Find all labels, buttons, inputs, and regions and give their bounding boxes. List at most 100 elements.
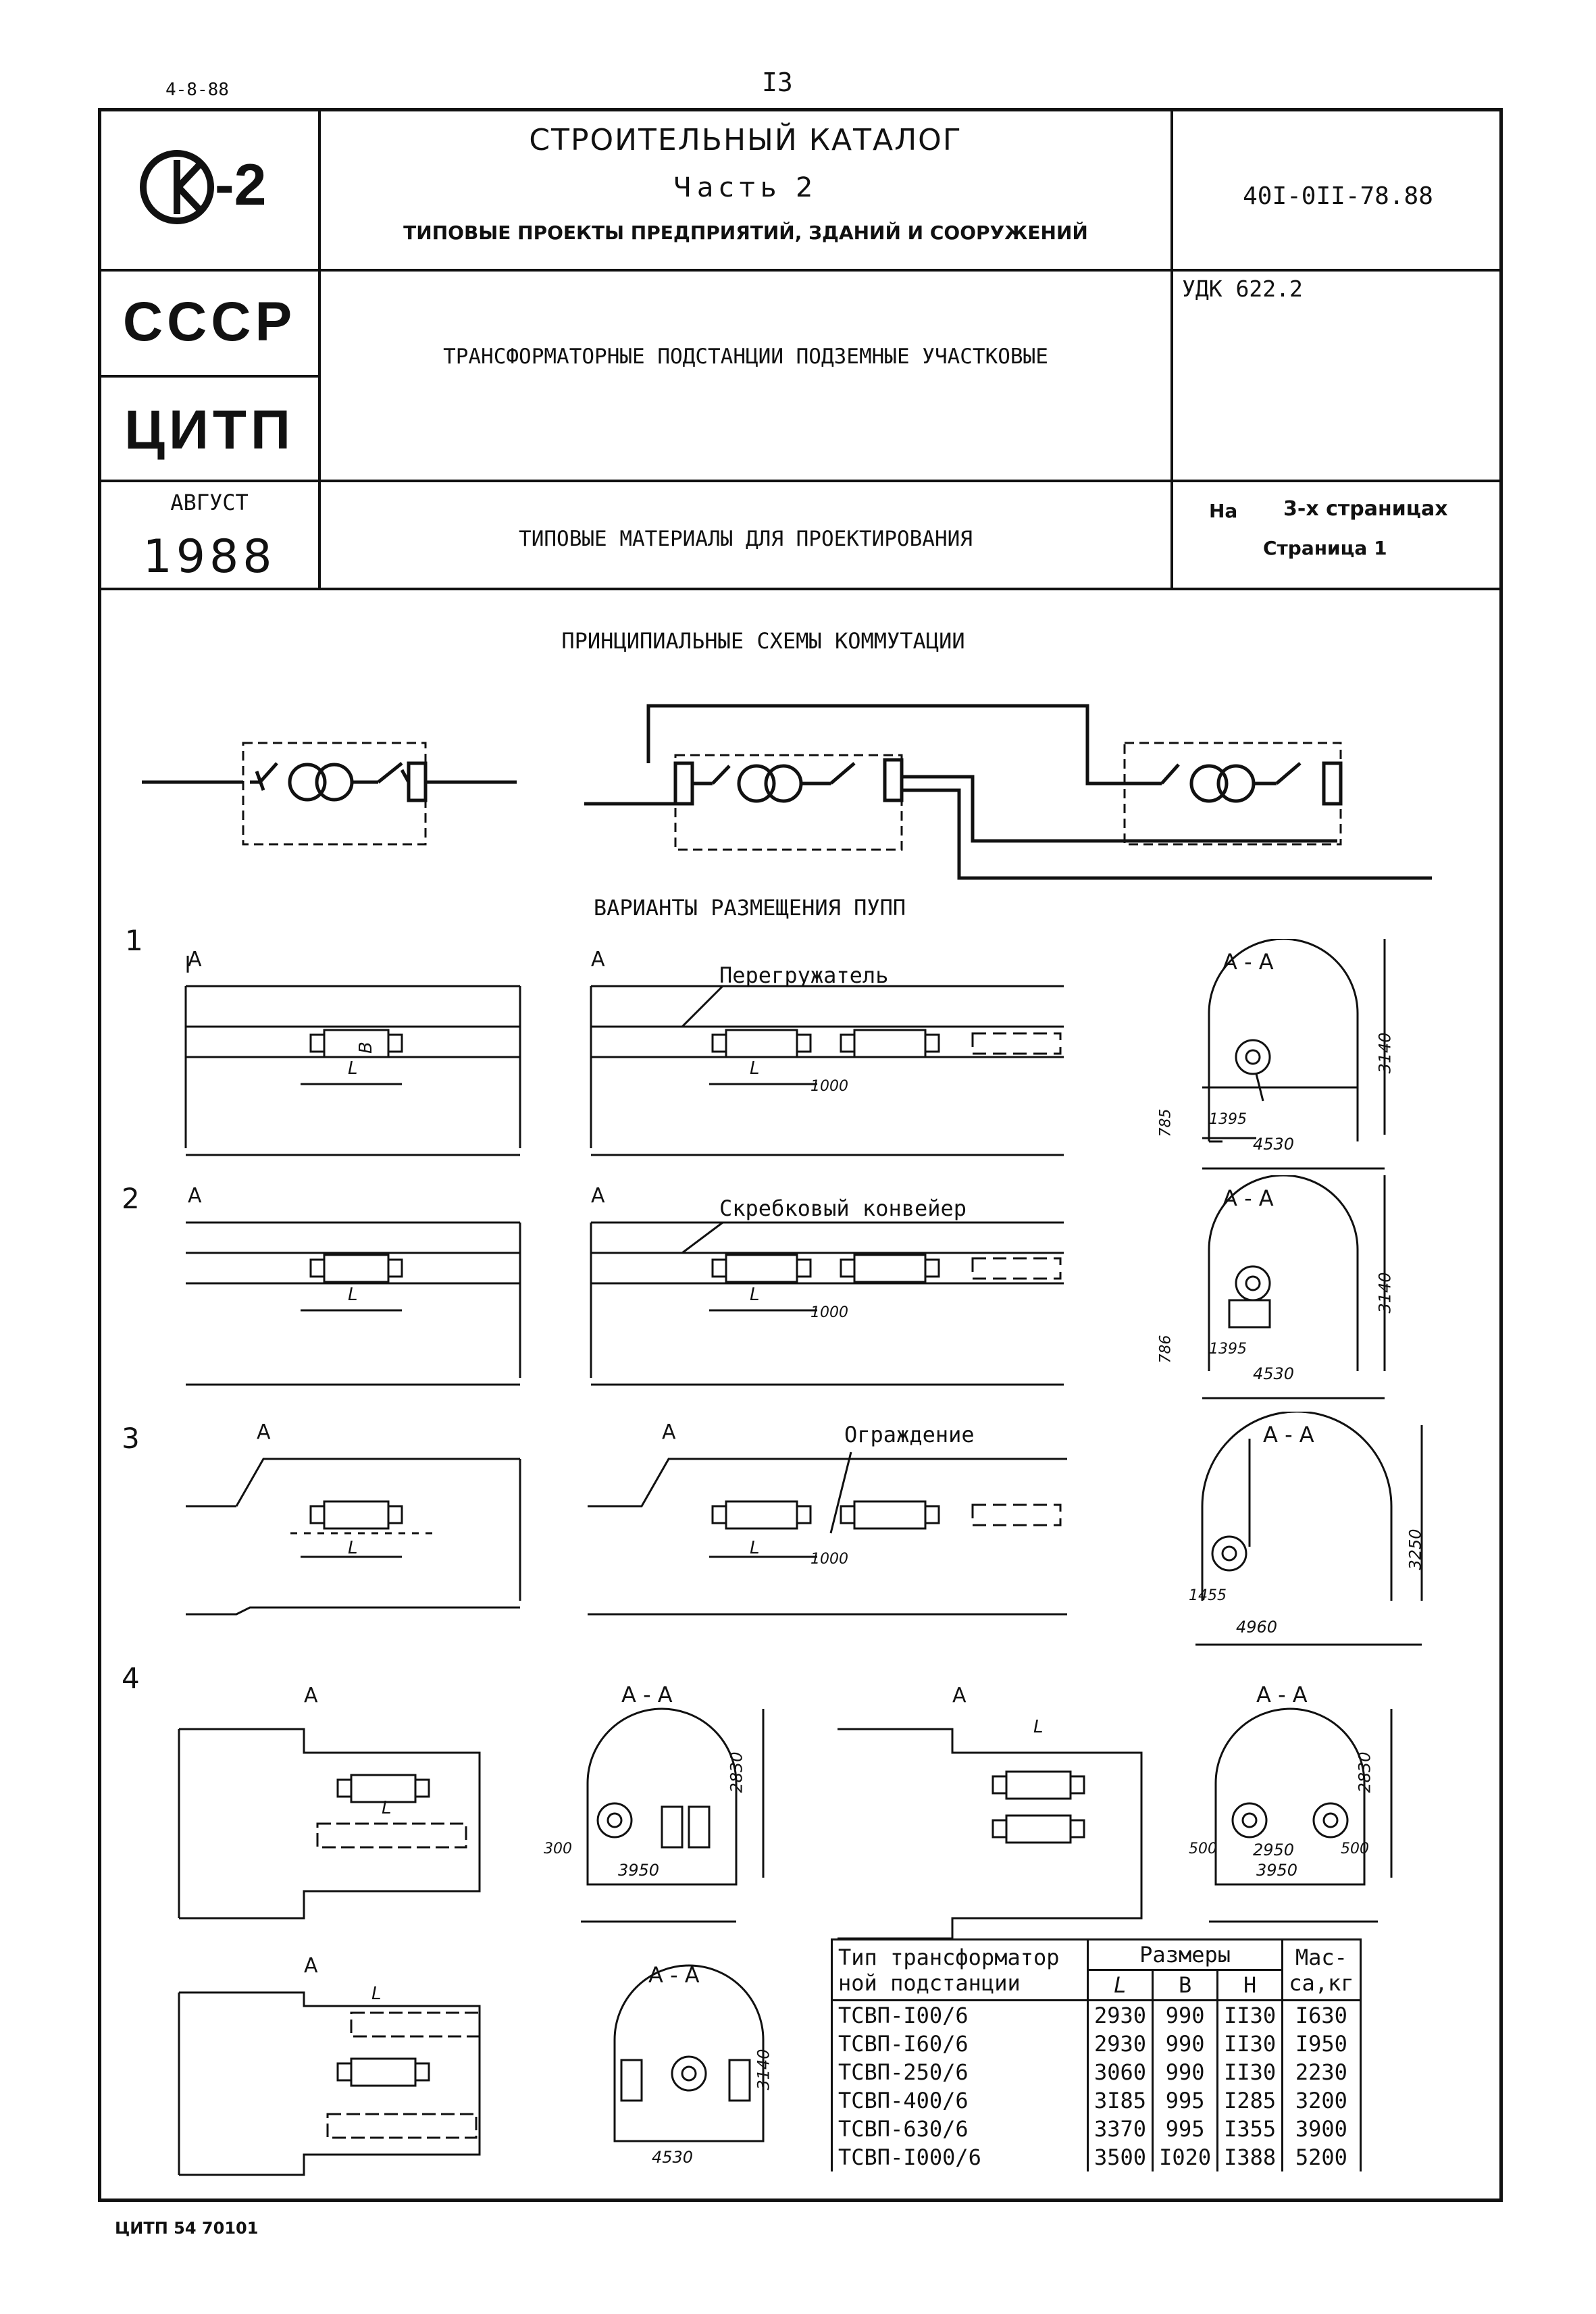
dim-1000: 1000 <box>810 1551 848 1568</box>
catalog-part: Часть 2 <box>673 172 819 203</box>
variant-4-wm-b: 2950 <box>1253 1841 1295 1859</box>
country: СССР <box>122 291 297 353</box>
table-cell-h: I355 <box>1216 2115 1284 2143</box>
transformer-spec-table: Тип трансформатор ной подстанции Размеры… <box>831 1938 1362 2171</box>
dim-l: L <box>348 1058 358 1079</box>
table-cell-mass: 2230 <box>1281 2058 1362 2086</box>
table-header-mass: Мас- са,кг <box>1281 1938 1362 2001</box>
issue-month: АВГУСТ <box>170 490 249 515</box>
variant-1-hh: 785 <box>1157 1108 1175 1137</box>
organization: ЦИТП <box>124 399 294 461</box>
materials-title: ТИПОВЫЕ МАТЕРИАЛЫ ДЛЯ ПРОЕКТИРОВАНИЯ <box>519 527 973 551</box>
table-cell-b: 990 <box>1152 2030 1219 2058</box>
table-header-type: Тип трансформатор ной подстанции <box>831 1938 1089 2001</box>
table-header-sizes: Размеры <box>1086 1938 1284 1971</box>
section-marker-a: А <box>952 1684 967 1707</box>
section-marker-a: А <box>591 948 605 971</box>
table-cell-mass: I630 <box>1281 2000 1362 2030</box>
variant-number-2: 2 <box>122 1182 140 1215</box>
section-aa-label: А - А <box>621 1682 673 1707</box>
doc-code: 40I-0II-78.88 <box>1243 182 1433 210</box>
section-marker-a: А <box>591 1184 605 1208</box>
table-cell-b: 990 <box>1152 2000 1219 2030</box>
variant-4-w-a: 3950 <box>618 1861 660 1880</box>
pages-prefix: На <box>1209 500 1238 522</box>
table-cell-mass: 3200 <box>1281 2086 1362 2115</box>
ck-logo: -2 <box>135 145 297 233</box>
table-cell-type: ТСВП-I000/6 <box>831 2143 1089 2171</box>
dim-l: L <box>371 1984 382 2004</box>
subject-title: ТРАНСФОРМАТОРНЫЕ ПОДСТАНЦИИ ПОДЗЕМНЫЕ УЧ… <box>443 344 1048 369</box>
variant-number-1: 1 <box>125 924 143 957</box>
table-cell-type: ТСВП-630/6 <box>831 2115 1089 2143</box>
table-cell-l: 2930 <box>1086 2000 1154 2030</box>
variant-4-w1-a: 300 <box>544 1841 572 1857</box>
variant-4-w2-b: 500 <box>1341 1841 1369 1857</box>
table-cell-type: ТСВП-250/6 <box>831 2058 1089 2086</box>
logo-text: -2 <box>215 153 267 217</box>
table-cell-h: II30 <box>1216 2000 1284 2030</box>
dim-l: L <box>750 1285 760 1305</box>
table-col-b: B <box>1152 1969 1219 2001</box>
table-cell-h: II30 <box>1216 2030 1284 2058</box>
variant-4-h-c: 3140 <box>754 2049 773 2090</box>
dim-1000: 1000 <box>810 1304 848 1321</box>
table-cell-l: 3I85 <box>1086 2086 1154 2115</box>
udk-code: УДК 622.2 <box>1182 276 1303 302</box>
section-marker-a: А <box>257 1420 271 1444</box>
page-number: I3 <box>762 68 793 97</box>
variant-3-drawing: А А L L 1000 А - А <box>186 1412 1423 1646</box>
table-cell-mass: 5200 <box>1281 2143 1362 2171</box>
schemes-title: ПРИНЦИПИАЛЬНЫЕ СХЕМЫ КОММУТАЦИИ <box>561 628 965 654</box>
document-frame <box>98 108 1503 2202</box>
variant-2-drawing: А А L L 1000 А - А <box>186 1175 1386 1399</box>
date-stamp: 4-8-88 <box>165 80 229 100</box>
variant-2-w1: 1395 <box>1209 1341 1247 1358</box>
variant-3-label: Ограждение <box>844 1422 975 1447</box>
switching-schemes-drawing <box>142 704 1432 880</box>
table-cell-l: 3060 <box>1086 2058 1154 2086</box>
dim-l: L <box>348 1285 358 1305</box>
table-cell-type: ТСВП-400/6 <box>831 2086 1089 2115</box>
dim-1000: 1000 <box>810 1078 848 1095</box>
section-aa-label: А - А <box>1222 1185 1274 1211</box>
table-col-l: L <box>1086 1969 1154 2001</box>
section-marker-a: А <box>662 1420 676 1444</box>
section-marker-a: А <box>304 1684 318 1707</box>
dim-l: L <box>382 1798 392 1818</box>
variants-title: ВАРИАНТЫ РАЗМЕЩЕНИЯ ПУПП <box>593 895 906 921</box>
ck-logo-icon <box>140 150 214 224</box>
table-cell-mass: 3900 <box>1281 2115 1362 2143</box>
page-label: Страница 1 <box>1263 537 1387 559</box>
table-cell-type: ТСВП-I60/6 <box>831 2030 1089 2058</box>
variant-4-w1-b: 500 <box>1189 1841 1217 1857</box>
variant-number-3: 3 <box>122 1422 140 1455</box>
variant-4b-drawing: А L А - А <box>178 1954 765 2176</box>
variant-1-drawing: А А L B L 1000 А - А <box>184 939 1386 1170</box>
section-aa-label: А - А <box>1256 1682 1308 1707</box>
table-cell-mass: I950 <box>1281 2030 1362 2058</box>
table-cell-l: 2930 <box>1086 2030 1154 2058</box>
variant-3-h: 3250 <box>1406 1528 1425 1570</box>
table-cell-l: 3500 <box>1086 2143 1154 2171</box>
variant-2-w: 4530 <box>1253 1364 1295 1383</box>
part-subtitle: ТИПОВЫЕ ПРОЕКТЫ ПРЕДПРИЯТИЙ, ЗДАНИЙ И СО… <box>403 222 1088 244</box>
table-cell-h: I285 <box>1216 2086 1284 2115</box>
footer-code: ЦИТП 54 70101 <box>115 2219 259 2238</box>
section-aa-label: А - А <box>648 1962 700 1988</box>
dim-l: L <box>750 1538 760 1558</box>
dim-b: B <box>356 1042 376 1054</box>
variant-4-h-a: 2830 <box>727 1751 746 1793</box>
variant-4-w-b: 3950 <box>1256 1861 1298 1880</box>
section-marker-a: А <box>188 1184 202 1208</box>
variant-4-drawing: А А L L А - А А - А <box>178 1682 1393 1940</box>
table-cell-b: 990 <box>1152 2058 1219 2086</box>
table-cell-b: 995 <box>1152 2115 1219 2143</box>
table-cell-h: II30 <box>1216 2058 1284 2086</box>
pages-count: 3-х страницах <box>1283 497 1448 521</box>
variant-1-w: 4530 <box>1253 1135 1295 1154</box>
